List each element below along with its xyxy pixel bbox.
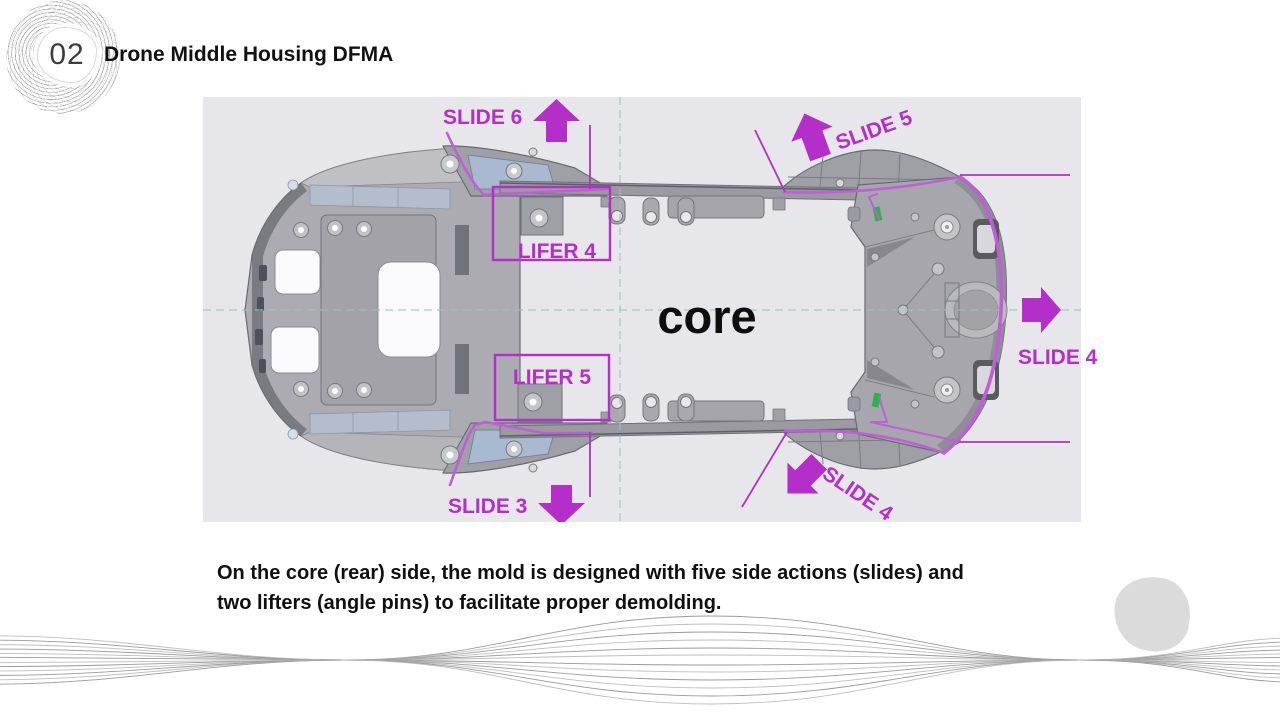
lifer5-box bbox=[493, 353, 611, 422]
slide3-label: SLIDE 3 bbox=[448, 495, 527, 518]
caption-text: On the core (rear) side, the mold is des… bbox=[217, 562, 964, 614]
page-title: Drone Middle Housing DFMA bbox=[104, 43, 394, 66]
leader-lines bbox=[589, 125, 1070, 508]
slide4-arrow-right-icon bbox=[1022, 287, 1061, 333]
slide6-label: SLIDE 6 bbox=[443, 106, 522, 129]
core-label: core bbox=[657, 290, 756, 343]
annotation-arrows bbox=[533, 99, 1061, 525]
parting-line-traces bbox=[445, 131, 1004, 487]
slide4-right-label: SLIDE 4 bbox=[1018, 346, 1098, 369]
page-number: 02 bbox=[49, 38, 85, 71]
lifer4-label: LIFER 4 bbox=[518, 240, 596, 263]
lifer4-box bbox=[491, 185, 612, 262]
slide4-arrow-down-left-icon bbox=[787, 453, 828, 494]
lifer5-label: LIFER 5 bbox=[513, 366, 591, 389]
wave-decoration bbox=[0, 615, 1280, 705]
slide6-arrow-up-icon bbox=[533, 99, 580, 142]
slide3-arrow-down-icon bbox=[538, 485, 585, 525]
cad-canvas: SLIDE 6 SLIDE 5 LIFER 4 LIFER 5 SLIDE 4 … bbox=[203, 97, 1098, 526]
slide5-arrow-up-icon bbox=[791, 113, 833, 162]
crosshair-centerlines bbox=[203, 97, 1081, 522]
cad-diagram: SLIDE 6 SLIDE 5 LIFER 4 LIFER 5 SLIDE 4 … bbox=[203, 97, 1120, 526]
page-number-badge: 02 bbox=[37, 27, 97, 83]
